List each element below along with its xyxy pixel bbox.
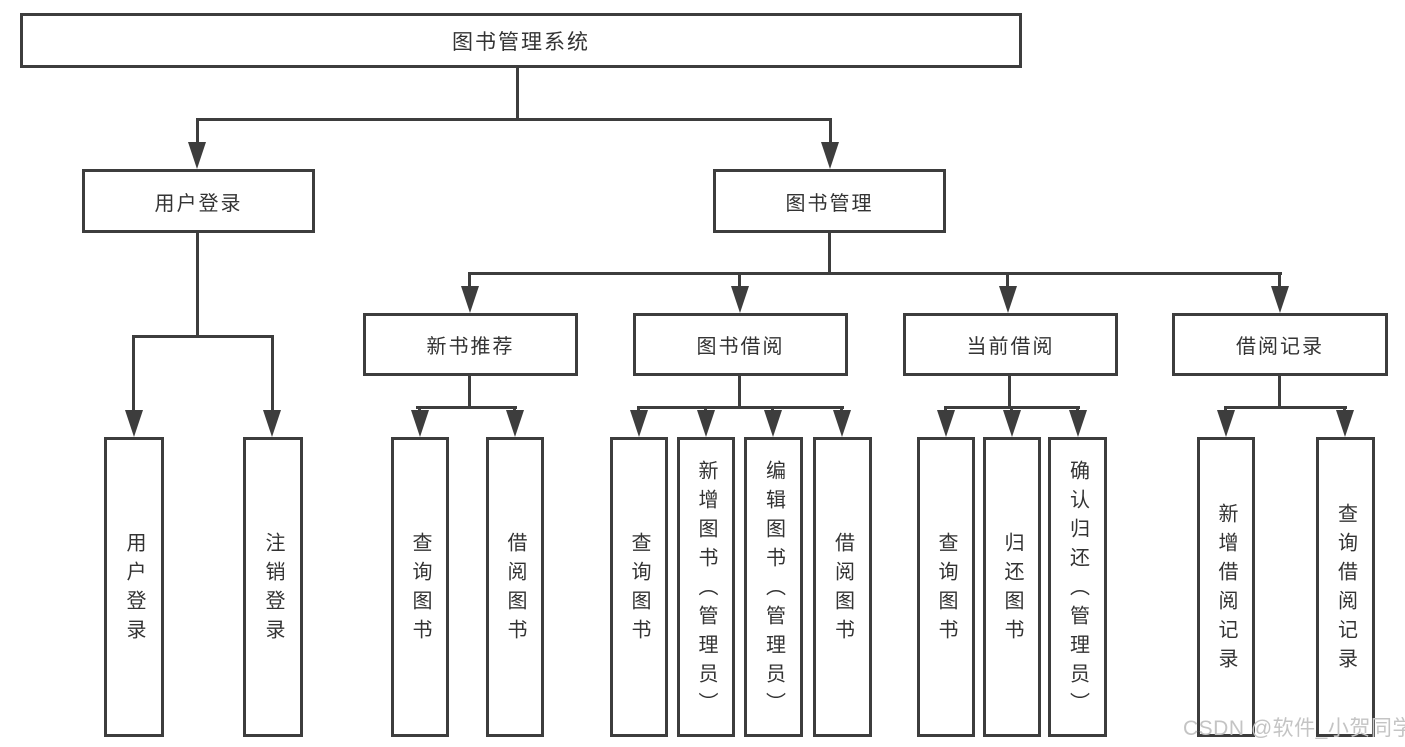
arrow-down-icon	[1003, 410, 1021, 437]
connector-line	[271, 335, 274, 413]
node-book-management: 图书管理	[713, 169, 946, 233]
connector-line	[516, 68, 519, 118]
watermark-text: CSDN @软件_小贺同学	[1183, 717, 1405, 740]
leaf-confirm-return-admin: 确认归还（管理员）	[1048, 437, 1107, 737]
node-new-book-recommend: 新书推荐	[363, 313, 578, 376]
arrow-down-icon	[125, 410, 143, 437]
connector-line	[1278, 272, 1281, 292]
node-current-borrow: 当前借阅	[903, 313, 1118, 376]
connector-line	[637, 406, 844, 409]
arrow-down-icon	[1217, 410, 1235, 437]
connector-line	[1278, 375, 1281, 408]
leaf-query-books-current: 查询图书	[917, 437, 975, 737]
connector-line	[1008, 375, 1011, 408]
connector-line	[738, 375, 741, 408]
leaf-logout: 注销登录	[243, 437, 303, 737]
arrow-down-icon	[1069, 410, 1087, 437]
leaf-add-book-admin: 新增图书（管理员）	[677, 437, 735, 737]
leaf-query-books-recommend: 查询图书	[391, 437, 449, 737]
node-borrow-records: 借阅记录	[1172, 313, 1388, 376]
leaf-return-books: 归还图书	[983, 437, 1041, 737]
arrow-down-icon	[461, 286, 479, 313]
connector-line	[468, 375, 471, 408]
leaf-add-borrow-record: 新增借阅记录	[1197, 437, 1255, 737]
connector-line	[132, 335, 274, 338]
leaf-edit-book-admin: 编辑图书（管理员）	[744, 437, 803, 737]
leaf-user-login: 用户登录	[104, 437, 164, 737]
connector-line	[132, 335, 135, 413]
arrow-down-icon	[506, 410, 524, 437]
arrow-down-icon	[188, 142, 206, 169]
leaf-query-borrow-record: 查询借阅记录	[1316, 437, 1375, 737]
connector-line	[468, 272, 471, 292]
node-user-login: 用户登录	[82, 169, 315, 233]
arrow-down-icon	[630, 410, 648, 437]
arrow-down-icon	[833, 410, 851, 437]
arrow-down-icon	[937, 410, 955, 437]
leaf-query-books-borrow: 查询图书	[610, 437, 668, 737]
arrow-down-icon	[1336, 410, 1354, 437]
connector-line	[196, 118, 832, 121]
connector-line	[828, 233, 831, 274]
node-library-system: 图书管理系统	[20, 13, 1022, 68]
connector-line	[1224, 406, 1347, 409]
connector-line	[1006, 272, 1009, 292]
connector-line	[416, 406, 517, 409]
connector-line	[738, 272, 741, 292]
arrow-down-icon	[697, 410, 715, 437]
leaf-borrow-books: 借阅图书	[813, 437, 872, 737]
arrow-down-icon	[411, 410, 429, 437]
arrow-down-icon	[821, 142, 839, 169]
arrow-down-icon	[731, 286, 749, 313]
connector-line	[468, 272, 1282, 275]
arrow-down-icon	[764, 410, 782, 437]
leaf-borrow-books-recommend: 借阅图书	[486, 437, 544, 737]
node-book-borrow: 图书借阅	[633, 313, 848, 376]
arrow-down-icon	[1271, 286, 1289, 313]
arrow-down-icon	[999, 286, 1017, 313]
connector-line	[829, 118, 832, 145]
connector-line	[196, 233, 199, 337]
connector-line	[196, 118, 199, 145]
arrow-down-icon	[263, 410, 281, 437]
